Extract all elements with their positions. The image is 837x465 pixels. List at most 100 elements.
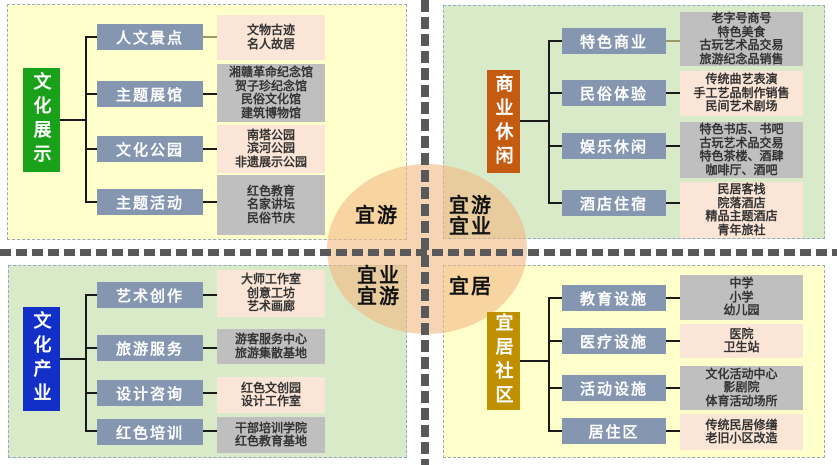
detail-line: 手工艺品制作销售	[693, 85, 790, 100]
detail-line: 传统曲艺表演	[705, 72, 778, 87]
detail-line: 精品主题酒店	[705, 209, 778, 223]
detail-line: 干部培训学院	[234, 420, 307, 435]
connector-stub	[548, 92, 562, 94]
root-label: 文化产业	[31, 311, 52, 407]
connector-root	[520, 360, 548, 362]
category-box: 活动设施	[562, 375, 666, 401]
corner-label-top-left: 宜游	[355, 206, 399, 227]
detail-line: 红色教育	[246, 183, 295, 198]
corner-label-bottom-right: 宜居	[449, 277, 493, 298]
connector-stub	[548, 387, 562, 389]
category-box: 艺术创作	[97, 282, 203, 308]
connector-stub	[548, 202, 562, 204]
detail-line: 医院	[729, 326, 754, 341]
connector-detail-stub	[666, 40, 680, 42]
connector-stub	[85, 347, 97, 349]
category-box: 设计咨询	[97, 380, 203, 406]
connector-stub	[548, 40, 562, 42]
connector-detail-stub	[203, 392, 217, 394]
detail-box: 中学 小学 幼儿园	[680, 275, 803, 320]
detail-line: 设计工作室	[240, 394, 301, 408]
detail-line: 文化活动中心	[705, 366, 778, 381]
root-box-culture-industry: 文化产业	[23, 307, 60, 411]
connector-detail-stub	[666, 92, 680, 94]
detail-line: 古玩艺术品交易	[699, 135, 784, 150]
detail-line: 老字号商号	[711, 11, 772, 25]
root-box-business-leisure: 商业休闲	[487, 70, 520, 173]
connector-stub	[85, 148, 97, 150]
corner-label-bottom-left: 宜业 宜游	[357, 266, 401, 308]
connector-stub	[548, 145, 562, 147]
detail-box: 湘赣革命纪念馆 贺子珍纪念馆 民俗文化馆 建筑博物馆	[217, 64, 325, 122]
corner-label-line: 宜游	[449, 195, 493, 217]
connector-stub	[548, 340, 562, 342]
connector-detail-stub	[666, 145, 680, 147]
detail-box: 医院 卫生站	[680, 324, 803, 358]
corner-label-line: 宜居	[449, 276, 493, 298]
detail-line: 传统民居修缮	[705, 417, 778, 432]
connector-stub	[85, 93, 97, 95]
connector-detail-stub	[203, 347, 217, 349]
detail-line: 青年旅社	[717, 222, 766, 237]
category-box: 红色培训	[97, 419, 203, 445]
connector-detail-stub	[203, 93, 217, 95]
detail-line: 南塔公园	[246, 127, 295, 142]
detail-line: 建筑博物馆	[240, 105, 301, 120]
category-box: 民俗体验	[562, 80, 666, 106]
detail-line: 民俗节庆	[246, 210, 295, 225]
detail-line: 旅游集散基地	[234, 345, 307, 360]
connector-root	[520, 120, 548, 122]
detail-box: 南塔公园 滨河公园 非遗展示公园	[217, 125, 325, 173]
category-box: 教育设施	[562, 285, 666, 311]
detail-line: 民俗文化馆	[240, 92, 301, 106]
connector-spine	[85, 36, 87, 203]
detail-line: 特色美食	[717, 24, 766, 39]
detail-box: 红色教育 名家讲坛 民俗节庆	[217, 175, 325, 235]
connector-detail-stub	[666, 430, 680, 432]
detail-line: 小学	[729, 289, 754, 304]
detail-line: 卫生站	[723, 340, 760, 354]
detail-line: 体育活动场所	[705, 393, 778, 408]
connector-detail-stub	[203, 294, 217, 296]
detail-line: 旅游纪念品销售	[699, 51, 784, 66]
root-box-culture-display: 文化展示	[23, 68, 60, 172]
detail-line: 名家讲坛	[246, 197, 295, 212]
panel-culture-display	[7, 4, 407, 240]
connector-root	[60, 119, 85, 121]
corner-label-line: 宜业	[449, 216, 493, 238]
detail-box: 文物古迹 名人故居	[217, 15, 325, 60]
detail-line: 红色教育基地	[234, 434, 307, 448]
detail-box: 游客服务中心 旅游集散基地	[217, 329, 325, 364]
corner-label-line: 宜业	[357, 265, 401, 287]
detail-line: 院落酒店	[717, 195, 766, 210]
detail-line: 贺子珍纪念馆	[234, 78, 307, 93]
detail-box: 传统曲艺表演 手工艺品制作销售 民间艺术剧场	[680, 71, 803, 116]
detail-box: 大师工作室 创意工坊 艺术画廊	[217, 270, 325, 317]
detail-line: 游客服务中心	[234, 332, 307, 346]
connector-root	[60, 358, 85, 360]
category-box: 主题展馆	[97, 81, 203, 107]
connector-detail-stub	[203, 430, 217, 432]
detail-line: 文物古迹	[246, 23, 295, 37]
category-box: 居住区	[562, 418, 666, 444]
detail-box: 干部培训学院 红色教育基地	[217, 417, 325, 453]
detail-box: 老字号商号 特色美食 古玩艺术品交易 旅游纪念品销售	[680, 11, 803, 66]
connector-detail-stub	[666, 387, 680, 389]
detail-line: 滨河公园	[246, 141, 295, 156]
detail-line: 咖啡厅、酒吧	[705, 162, 778, 177]
connector-stub	[548, 297, 562, 299]
detail-box: 民居客栈 院落酒店 精品主题酒店 青年旅社	[680, 182, 803, 238]
detail-line: 影剧院	[723, 380, 760, 395]
connector-stub	[85, 294, 97, 296]
connector-stub	[85, 201, 97, 203]
category-box: 旅游服务	[97, 335, 203, 361]
root-label: 文化展示	[31, 72, 52, 168]
corner-label-top-right: 宜游 宜业	[449, 196, 493, 238]
category-box: 主题活动	[97, 189, 203, 215]
horizontal-divider	[0, 249, 837, 256]
connector-detail-stub	[203, 36, 217, 38]
detail-line: 特色茶楼、酒肆	[699, 149, 784, 163]
connector-spine	[548, 297, 550, 432]
connector-stub	[85, 430, 97, 432]
